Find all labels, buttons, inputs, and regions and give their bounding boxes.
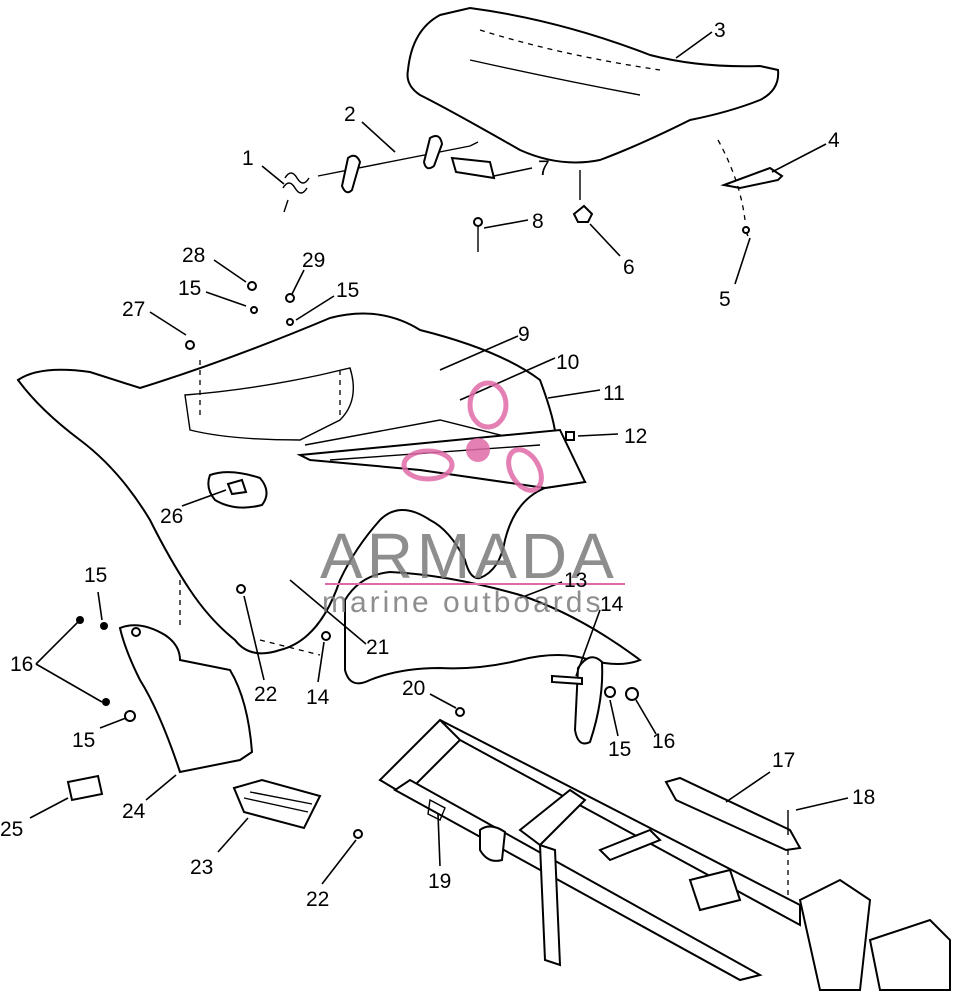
callout-9: 9 (518, 323, 530, 346)
watermark-title: ARMADA (320, 520, 618, 592)
callout-21: 21 (366, 636, 389, 659)
callout-19: 19 (428, 870, 451, 893)
callout-labels: 1 2 3 4 5 6 7 8 9 10 11 12 13 14 14 15 1… (0, 19, 875, 911)
callout-16a: 16 (10, 653, 33, 676)
callout-27: 27 (122, 298, 145, 321)
callout-26: 26 (160, 505, 183, 528)
callout-24: 24 (122, 800, 146, 823)
mud-flap (118, 624, 254, 774)
callout-29: 29 (302, 249, 325, 272)
callout-15a: 15 (178, 277, 201, 300)
callout-10: 10 (556, 351, 579, 374)
callout-16b: 16 (652, 730, 675, 753)
callout-15c: 15 (84, 564, 107, 587)
callout-2: 2 (344, 103, 356, 126)
frame (378, 718, 951, 991)
callout-4: 4 (828, 129, 840, 152)
callout-7: 7 (538, 157, 550, 180)
leader-lines (29, 31, 849, 885)
latch-assembly (282, 135, 594, 252)
callout-17: 17 (772, 749, 795, 772)
callout-3: 3 (714, 19, 726, 42)
callout-5: 5 (719, 288, 731, 311)
callout-6: 6 (623, 256, 635, 279)
callout-25: 25 (0, 818, 23, 841)
hardware (76, 281, 639, 839)
callout-12: 12 (624, 425, 647, 448)
seat-bracket (717, 139, 784, 237)
watermark-subtitle: marine outboards (322, 586, 603, 619)
seat (406, 6, 780, 164)
callout-1: 1 (242, 147, 254, 170)
callout-15b: 15 (336, 279, 359, 302)
callout-13: 13 (564, 569, 587, 592)
callout-11: 11 (603, 382, 625, 405)
callout-20: 20 (402, 677, 425, 700)
footrest (66, 774, 322, 830)
callout-28: 28 (182, 244, 205, 267)
callout-15d: 15 (72, 729, 95, 752)
callout-18: 18 (852, 786, 875, 809)
callout-22b: 22 (306, 888, 329, 911)
callout-8: 8 (532, 210, 544, 233)
callout-15e: 15 (608, 738, 631, 761)
watermark-logo (401, 380, 544, 493)
callout-14b: 14 (306, 686, 330, 709)
callout-14a: 14 (600, 593, 624, 616)
callout-22a: 22 (254, 683, 277, 706)
callout-23: 23 (190, 856, 213, 879)
